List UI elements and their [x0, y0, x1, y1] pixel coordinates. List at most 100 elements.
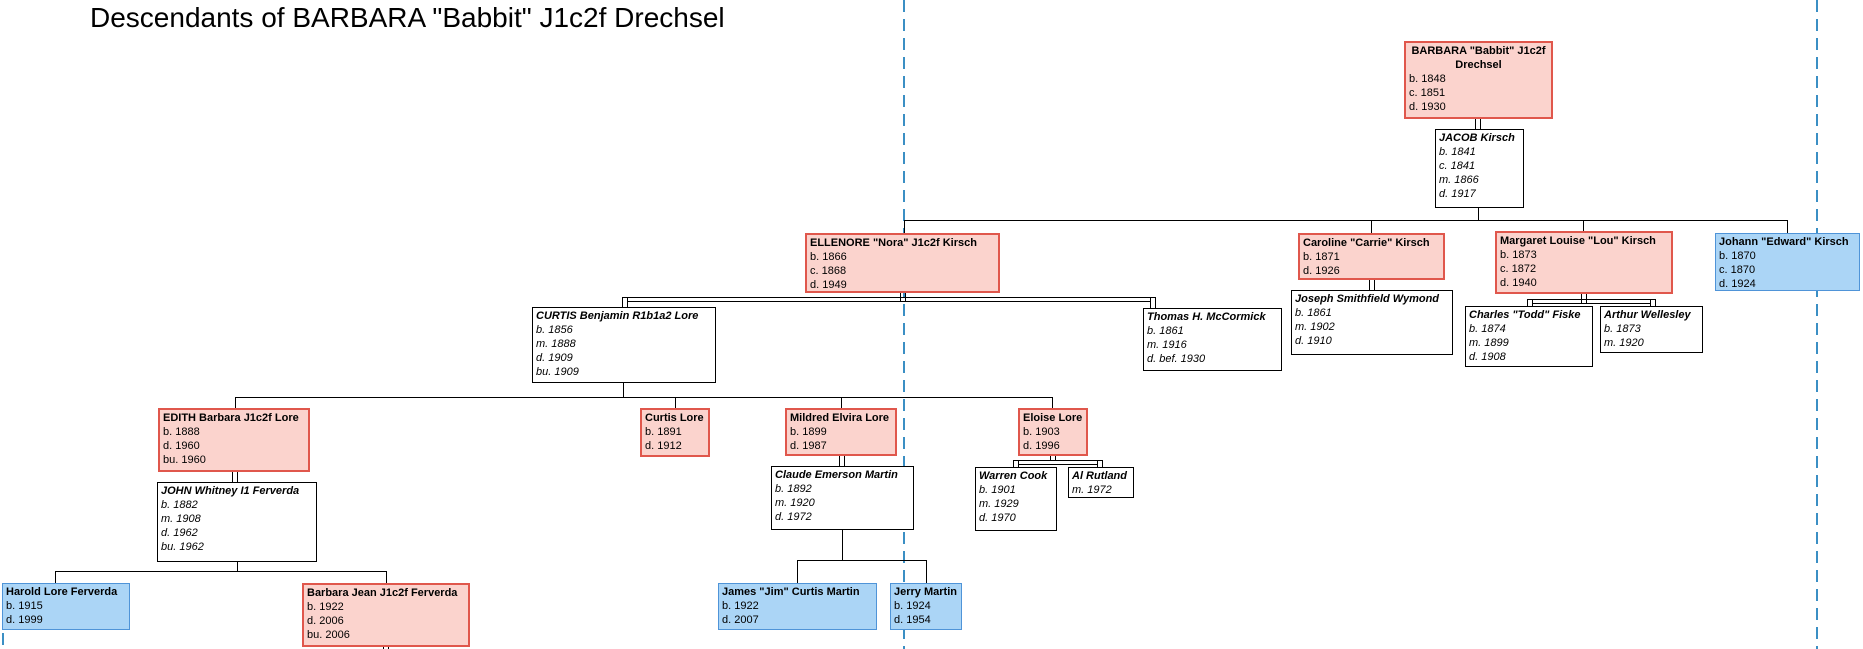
connector-line [386, 571, 387, 583]
connector-line [1655, 299, 1656, 306]
connector-line [1150, 297, 1151, 308]
connector-line [1583, 220, 1584, 231]
connector-line [1018, 460, 1019, 467]
person-name: Thomas H. McCormick [1147, 311, 1266, 323]
person-box-mildred-lore[interactable]: Mildred Elvira Lore b. 1899 d. 1987 [785, 408, 897, 456]
connector-line [627, 301, 1151, 302]
person-details: b. 1848 c. 1851 d. 1930 [1409, 73, 1446, 113]
person-details: b. 1873 c. 1872 d. 1940 [1500, 249, 1537, 289]
page-break-line [1816, 0, 1818, 649]
person-box-jerry-martin[interactable]: Jerry Martin b. 1924 d. 1954 [890, 583, 962, 630]
person-box-harold-ferverda[interactable]: Harold Lore Ferverda b. 1915 d. 1999 [2, 583, 130, 630]
connector-line [237, 472, 238, 482]
person-details: b. 1892 m. 1920 d. 1972 [775, 483, 815, 523]
person-name: EDITH Barbara J1c2f Lore [163, 412, 299, 424]
person-name: Jerry Martin [894, 586, 957, 598]
person-details: b. 1922 d. 2006 bu. 2006 [307, 601, 350, 641]
person-box-margaret-kirsch[interactable]: Margaret Louise "Lou" Kirsch b. 1873 c. … [1495, 231, 1673, 294]
connector-line [1475, 119, 1476, 129]
person-details: b. 1874 m. 1899 d. 1908 [1469, 323, 1509, 363]
person-name: Margaret Louise "Lou" Kirsch [1500, 235, 1656, 247]
connector-line [839, 456, 840, 466]
connector-line [1013, 460, 1014, 467]
connector-line [1532, 299, 1533, 306]
connector-line [1586, 294, 1587, 303]
person-box-john-ferverda[interactable]: JOHN Whitney I1 Ferverda b. 1882 m. 1908… [157, 482, 317, 562]
connector-line [841, 397, 842, 408]
connector-line [232, 472, 233, 482]
connector-line [1050, 456, 1051, 461]
person-box-joseph-wymond[interactable]: Joseph Smithfield Wymond b. 1861 m. 1902… [1291, 290, 1453, 355]
person-box-johann-kirsch[interactable]: Johann "Edward" Kirsch b. 1870 c. 1870 d… [1715, 233, 1860, 291]
person-name: Warren Cook [979, 470, 1048, 482]
person-box-ellenore-kirsch[interactable]: ELLENORE "Nora" J1c2f Kirsch b. 1866 c. … [805, 233, 1000, 293]
connector-line [1532, 303, 1651, 304]
person-box-barbara-jean-ferverda[interactable]: Barbara Jean J1c2f Ferverda b. 1922 d. 2… [302, 583, 470, 647]
person-details: b. 1861 m. 1916 d. bef. 1930 [1147, 325, 1206, 365]
connector-line [1013, 460, 1103, 461]
connector-line [622, 297, 623, 307]
person-box-edith-lore[interactable]: EDITH Barbara J1c2f Lore b. 1888 d. 1960… [158, 408, 310, 472]
page-break-line [903, 0, 905, 649]
person-details: b. 1891 d. 1912 [645, 426, 682, 452]
person-details: b. 1915 d. 1999 [6, 600, 43, 626]
connector-line [1018, 464, 1098, 465]
person-box-al-rutland[interactable]: Al Rutland m. 1972 [1068, 467, 1134, 498]
page-break-line [2, 633, 4, 649]
person-name: Arthur Wellesley [1604, 309, 1691, 321]
connector-line [1055, 456, 1056, 461]
person-box-jacob-kirsch[interactable]: JACOB Kirsch b. 1841 c. 1841 m. 1866 d. … [1435, 129, 1524, 208]
person-box-claude-martin[interactable]: Claude Emerson Martin b. 1892 m. 1920 d.… [771, 466, 914, 530]
person-details: b. 1873 m. 1920 [1604, 323, 1644, 349]
connector-line [842, 530, 843, 560]
person-name: Claude Emerson Martin [775, 469, 898, 481]
person-box-barbara-drechsel[interactable]: BARBARA "Babbit" J1c2f Drechsel b. 1848 … [1404, 41, 1553, 119]
person-name: JACOB Kirsch [1439, 132, 1515, 144]
person-box-thomas-mccormick[interactable]: Thomas H. McCormick b. 1861 m. 1916 d. b… [1143, 308, 1282, 371]
connector-line [1374, 280, 1375, 290]
connector-line [797, 560, 927, 561]
person-details: b. 1922 d. 2007 [722, 600, 759, 626]
person-box-eloise-lore[interactable]: Eloise Lore b. 1903 d. 1996 [1018, 408, 1088, 456]
person-name: Eloise Lore [1023, 412, 1083, 424]
person-name: James "Jim" Curtis Martin [722, 586, 860, 598]
person-name: Caroline "Carrie" Kirsch [1303, 237, 1430, 249]
person-box-james-martin[interactable]: James "Jim" Curtis Martin b. 1922 d. 200… [718, 583, 877, 630]
connector-line [844, 456, 845, 466]
person-details: b. 1871 d. 1926 [1303, 251, 1340, 277]
person-name: Harold Lore Ferverda [6, 586, 118, 598]
connector-line [1102, 460, 1103, 467]
connector-line [675, 397, 676, 408]
person-details: b. 1882 m. 1908 d. 1962 bu. 1962 [161, 499, 204, 553]
connector-line [1787, 220, 1788, 233]
connector-line [1097, 460, 1098, 467]
person-details: b. 1870 c. 1870 d. 1924 [1719, 250, 1756, 290]
person-name: Mildred Elvira Lore [790, 412, 890, 424]
connector-line [623, 383, 624, 397]
connector-line [1581, 294, 1582, 303]
person-box-warren-cook[interactable]: Warren Cook b. 1901 m. 1929 d. 1970 [975, 467, 1057, 531]
connector-line [1527, 299, 1528, 306]
connector-line [797, 560, 798, 583]
connector-line [1155, 297, 1156, 308]
person-details: b. 1861 m. 1902 d. 1910 [1295, 307, 1335, 347]
person-details: b. 1841 c. 1841 m. 1866 d. 1917 [1439, 146, 1479, 200]
connector-line [904, 220, 905, 233]
connector-line [926, 560, 927, 583]
connector-line [1052, 397, 1053, 408]
connector-line [1527, 299, 1656, 300]
person-details: m. 1972 [1072, 484, 1112, 496]
person-box-charles-fiske[interactable]: Charles "Todd" Fiske b. 1874 m. 1899 d. … [1465, 306, 1593, 367]
person-details: b. 1856 m. 1888 d. 1909 bu. 1909 [536, 324, 579, 378]
person-box-curtis-benjamin-lore[interactable]: CURTIS Benjamin R1b1a2 Lore b. 1856 m. 1… [532, 307, 716, 383]
connector-line [1650, 299, 1651, 306]
person-name: BARBARA "Babbit" J1c2f Drechsel [1411, 45, 1546, 71]
person-details: b. 1899 d. 1987 [790, 426, 827, 452]
person-box-arthur-wellesley[interactable]: Arthur Wellesley b. 1873 m. 1920 [1600, 306, 1703, 353]
person-name: Barbara Jean J1c2f Ferverda [307, 587, 458, 599]
person-name: Charles "Todd" Fiske [1469, 309, 1581, 321]
person-box-caroline-kirsch[interactable]: Caroline "Carrie" Kirsch b. 1871 d. 1926 [1298, 233, 1445, 280]
person-name: JOHN Whitney I1 Ferverda [161, 485, 300, 497]
person-box-curtis-lore[interactable]: Curtis Lore b. 1891 d. 1912 [640, 408, 710, 457]
